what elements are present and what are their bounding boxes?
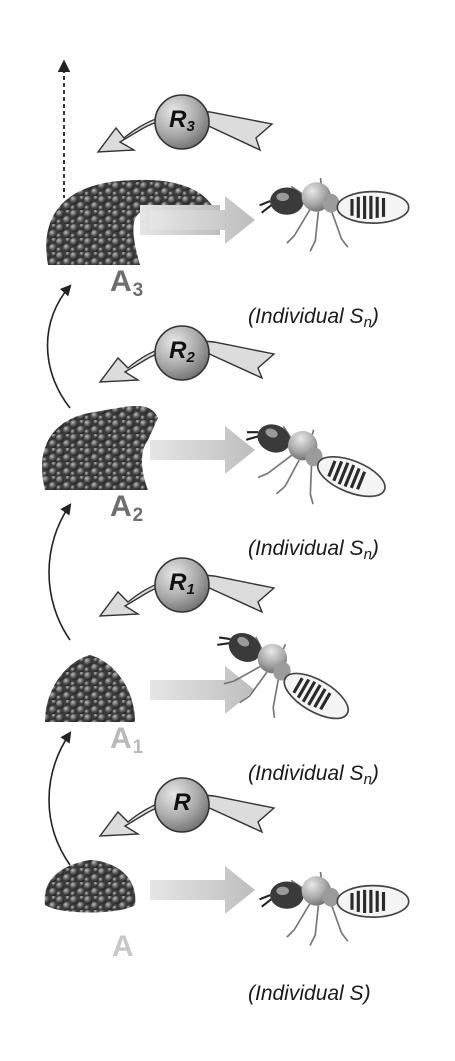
stimulus-arrow-a2 [150, 426, 255, 474]
regulator-circle-r1 [154, 557, 210, 613]
regulator-circle-r [154, 777, 210, 833]
stage-a3 [46, 94, 411, 265]
a1-to-a2-arrow [48, 503, 72, 641]
termite-a2 [228, 405, 398, 533]
stage-label-a1: A1 [110, 722, 145, 758]
a2-to-a3-arrow [46, 284, 72, 409]
stage-a [44, 777, 411, 948]
stimulus-arrow-a [150, 866, 255, 914]
stage-label-a3: A3 [110, 265, 145, 301]
stimulus-arrow-a3 [150, 196, 255, 244]
termite-a3 [258, 176, 411, 254]
regulator-label-r: R [173, 789, 191, 816]
individual-caption-a3: (Individual Sn) [248, 305, 379, 331]
regulator-label-r1: R1 [169, 569, 195, 598]
stage-a2 [42, 325, 398, 533]
pile-a1 [45, 655, 135, 722]
stage-label-a: A [112, 930, 135, 963]
stage-a1 [45, 557, 364, 754]
regulator-label-r3: R3 [169, 106, 195, 135]
regulator-label-r2: R2 [169, 337, 195, 366]
stage-label-a2: A2 [110, 490, 145, 526]
stimulus-arrow-a1 [150, 666, 255, 714]
regulator-circle-r3 [154, 94, 210, 150]
pile-a2 [42, 406, 158, 490]
pile-a3 [46, 179, 215, 265]
regulator-circle-r2 [154, 325, 210, 381]
individual-caption-a1: (Individual Sn) [248, 762, 379, 788]
individual-caption-a: (Individual S) [248, 982, 371, 1005]
a-to-a1-arrow [48, 731, 72, 866]
individual-caption-a2: (Individual Sn) [248, 537, 379, 563]
termite-a [258, 870, 411, 948]
pile-a [44, 860, 136, 913]
